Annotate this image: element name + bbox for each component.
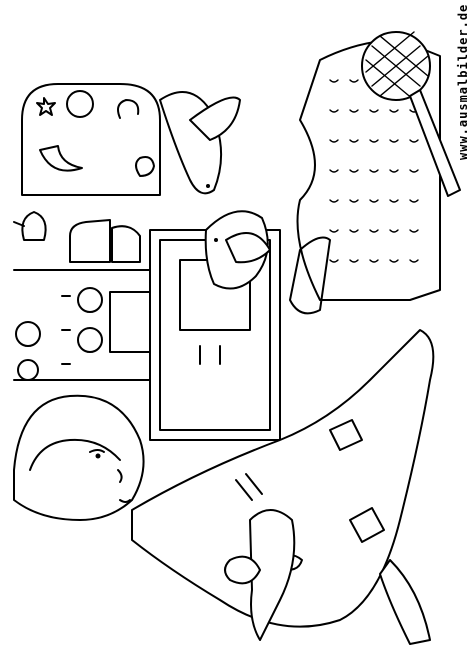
watermark-text: www.ausmalbilder.de [456,4,470,161]
quilt-pattern [329,79,419,263]
kitchen-shelf [13,211,151,381]
window-with-night-sky [21,83,161,196]
bird-flying [159,91,241,195]
bird-perched [204,210,271,290]
girl-figure [13,236,435,645]
bed-with-quilt [296,39,441,301]
sieve [361,31,461,197]
